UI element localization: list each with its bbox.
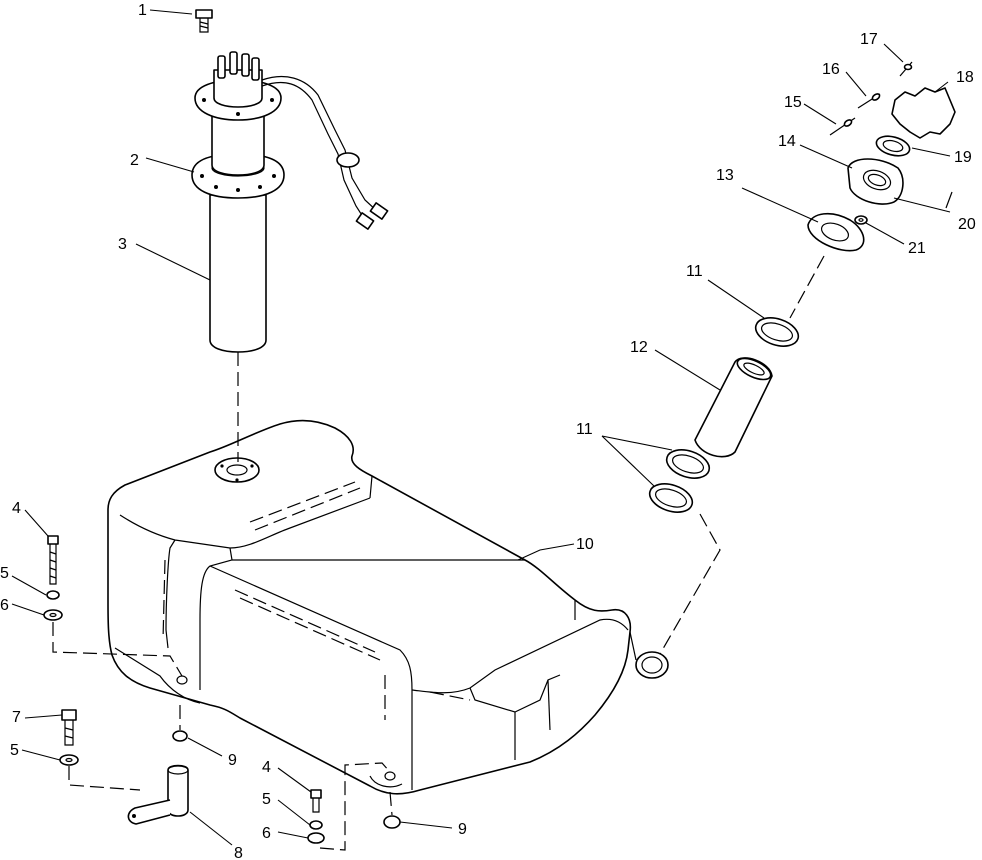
callout-10: 10: [576, 536, 594, 553]
callout-11b: 11: [576, 421, 593, 438]
mounting-hardware: [43, 535, 401, 851]
hose-clamp-mid: [665, 449, 711, 479]
callout-17: 17: [860, 31, 878, 48]
callout-7: 7: [12, 709, 21, 726]
callout-6b: 6: [262, 825, 271, 842]
callout-5b: 5: [10, 742, 19, 759]
callout-1: 1: [138, 2, 147, 19]
callout-13: 13: [716, 167, 734, 184]
callout-8: 8: [234, 845, 243, 860]
callout-15: 15: [784, 94, 802, 111]
callout-9a: 9: [228, 752, 237, 769]
callout-18: 18: [956, 69, 974, 86]
callout-6a: 6: [0, 597, 9, 614]
callout-12: 12: [630, 339, 648, 356]
callout-4a: 4: [12, 500, 21, 517]
callout-19: 19: [954, 149, 972, 166]
callout-16: 16: [822, 61, 840, 78]
fuel-tank: [107, 419, 669, 795]
callout-14: 14: [778, 133, 796, 150]
callout-20: 20: [958, 216, 976, 233]
hose-clamp-upper: [754, 317, 800, 347]
filler-neck-assembly: [648, 61, 956, 655]
callout-9b: 9: [458, 821, 467, 838]
callout-4b: 4: [262, 759, 271, 776]
callout-11a: 11: [686, 263, 703, 280]
callout-5a: 5: [0, 565, 9, 582]
hose-clamp-lower: [648, 483, 694, 513]
callout-2: 2: [130, 152, 139, 169]
callout-21: 21: [908, 240, 926, 257]
callout-3: 3: [118, 236, 127, 253]
fuel-pump-sender-assembly: [191, 9, 389, 462]
leader-lines: [11, 9, 951, 846]
callout-5c: 5: [262, 791, 271, 808]
